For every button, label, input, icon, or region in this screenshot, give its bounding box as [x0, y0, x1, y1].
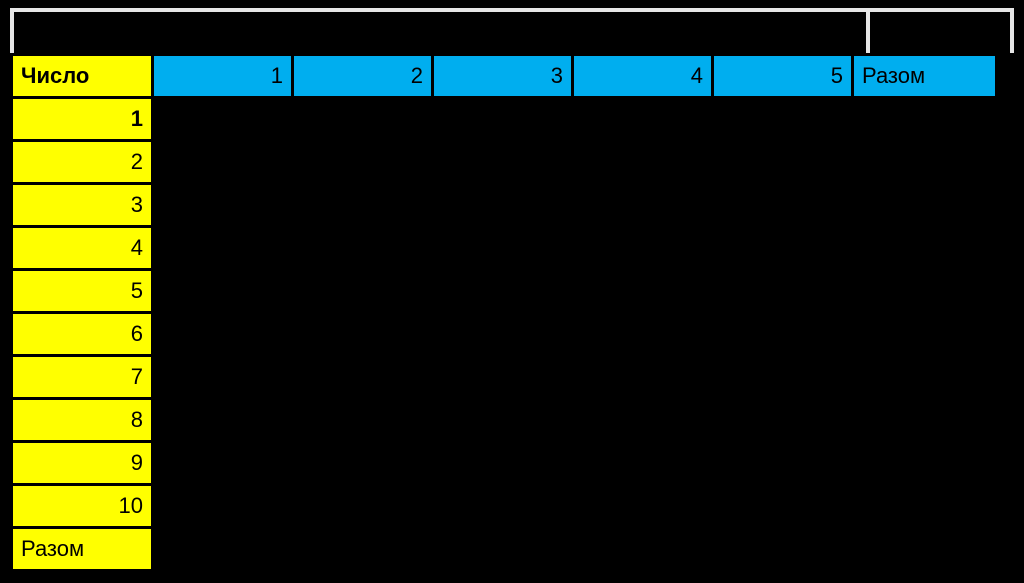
body-cell: [571, 96, 714, 142]
body-cell: [431, 354, 574, 400]
body-cell: [291, 354, 434, 400]
body-cell: [151, 182, 294, 228]
body-cell: [431, 268, 574, 314]
body-cell: [851, 268, 998, 314]
body-cell: [711, 526, 854, 572]
body-cell: [431, 311, 574, 357]
body-cell: [151, 397, 294, 443]
body-cell: [151, 96, 294, 142]
body-cell: [571, 225, 714, 271]
body-cell: [291, 526, 434, 572]
body-cell: [851, 354, 998, 400]
body-cell: [711, 225, 854, 271]
body-cell: [151, 526, 294, 572]
table-row-2: 2: [10, 139, 998, 185]
body-cell: [711, 397, 854, 443]
body-cell: [151, 440, 294, 486]
row-header-3: 3: [10, 182, 154, 228]
body-cell: [711, 483, 854, 529]
corner-header: Число: [10, 53, 154, 99]
body-cell: [851, 225, 998, 271]
column-header-4: 4: [571, 53, 714, 99]
body-cell: [151, 139, 294, 185]
body-cell: [571, 311, 714, 357]
body-cell: [431, 182, 574, 228]
table-row-8: 8: [10, 397, 998, 443]
table-row-5: 5: [10, 268, 998, 314]
body-cell: [571, 483, 714, 529]
body-cell: [571, 354, 714, 400]
body-cell: [711, 354, 854, 400]
title-placeholder: [10, 8, 1014, 53]
body-cell: [851, 397, 998, 443]
row-header-10: 10: [10, 483, 154, 529]
column-header-5: 5: [711, 53, 854, 99]
body-cell: [711, 139, 854, 185]
row-header-7: 7: [10, 354, 154, 400]
table-row-10: 10: [10, 483, 998, 529]
table-row-4: 4: [10, 225, 998, 271]
body-cell: [851, 440, 998, 486]
total-row: Разом: [10, 526, 998, 572]
body-cell: [431, 96, 574, 142]
row-header-5: 5: [10, 268, 154, 314]
row-header-1: 1: [10, 96, 154, 142]
body-cell: [291, 440, 434, 486]
body-cell: [711, 311, 854, 357]
body-cell: [151, 483, 294, 529]
body-cell: [291, 225, 434, 271]
body-cell: [151, 311, 294, 357]
table-row-3: 3: [10, 182, 998, 228]
body-cell: [711, 96, 854, 142]
row-header-9: 9: [10, 440, 154, 486]
body-cell: [851, 182, 998, 228]
body-cell: [851, 139, 998, 185]
column-header-1: 1: [151, 53, 294, 99]
body-cell: [291, 268, 434, 314]
body-cell: [431, 139, 574, 185]
column-total-header: Разом: [851, 53, 998, 99]
body-cell: [571, 440, 714, 486]
row-total-header: Разом: [10, 526, 154, 572]
row-header-4: 4: [10, 225, 154, 271]
body-cell: [711, 268, 854, 314]
table-row-9: 9: [10, 440, 998, 486]
body-cell: [851, 483, 998, 529]
body-cell: [151, 354, 294, 400]
body-cell: [291, 139, 434, 185]
body-cell: [851, 96, 998, 142]
body-cell: [711, 182, 854, 228]
body-cell: [151, 268, 294, 314]
table-row-1: 1: [10, 96, 998, 142]
body-cell: [151, 225, 294, 271]
title-placeholder-divider: [866, 12, 870, 53]
body-cell: [431, 483, 574, 529]
row-header-6: 6: [10, 311, 154, 357]
column-header-3: 3: [431, 53, 574, 99]
body-cell: [291, 483, 434, 529]
table-row-7: 7: [10, 354, 998, 400]
body-cell: [571, 139, 714, 185]
row-header-2: 2: [10, 139, 154, 185]
body-cell: [571, 268, 714, 314]
body-cell: [431, 397, 574, 443]
body-cell: [851, 311, 998, 357]
column-header-2: 2: [291, 53, 434, 99]
body-cell: [291, 311, 434, 357]
body-cell: [291, 397, 434, 443]
body-cell: [571, 397, 714, 443]
body-cell: [291, 182, 434, 228]
body-cell: [431, 225, 574, 271]
body-cell: [711, 440, 854, 486]
body-cell: [571, 182, 714, 228]
body-cell: [431, 526, 574, 572]
body-cell: [851, 526, 998, 572]
row-header-8: 8: [10, 397, 154, 443]
body-cell: [291, 96, 434, 142]
table-row-6: 6: [10, 311, 998, 357]
body-cell: [431, 440, 574, 486]
body-cell: [571, 526, 714, 572]
